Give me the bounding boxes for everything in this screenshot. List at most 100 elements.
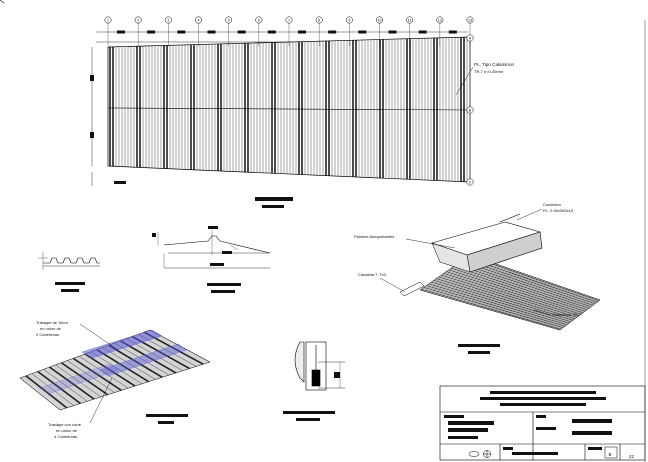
overlap-bottom-leader	[89, 377, 113, 424]
plan-callout-line2: TR-7 e=0.40mm	[474, 69, 504, 74]
iso-rib	[419, 289, 561, 331]
overlap-callout-top-3: 2 Coberturas	[36, 332, 59, 337]
plan-callout-leader	[455, 66, 474, 96]
overlap-callout-bottom-3: 4 Coberturas	[54, 434, 77, 439]
iso-rib	[438, 276, 576, 320]
svg-text:A: A	[469, 36, 472, 40]
overlap-callout-bottom-1: Traslape con corte	[48, 422, 82, 427]
sheet-letter-box	[604, 446, 618, 459]
overlap-rib	[31, 373, 74, 406]
isometric-roof-assembly	[399, 213, 601, 331]
iso-rib	[458, 262, 592, 308]
iso-rib	[441, 274, 578, 318]
overlap-rib	[114, 342, 170, 376]
svg-text:3: 3	[167, 19, 169, 23]
iso-rib	[432, 281, 571, 323]
overlap-callout-top-2: en union de	[40, 326, 62, 331]
overlap-rib	[72, 357, 122, 392]
sheet-number: 22	[629, 454, 635, 459]
iso-corrugated-leader	[533, 309, 552, 316]
iso-rib	[451, 267, 586, 312]
iso-rib	[421, 288, 562, 330]
iso-rib	[426, 285, 566, 327]
iso-rib	[427, 284, 567, 326]
svg-text:1: 1	[107, 19, 109, 23]
svg-text:6: 6	[258, 19, 260, 23]
grid-axis-marker: 7	[285, 16, 306, 46]
overlap-ribs	[19, 329, 211, 411]
iso-callout-corrugated: Calaminon TR-7	[552, 312, 582, 317]
iso-rib	[462, 260, 595, 305]
overlap-callout-bottom-2: en union de	[56, 428, 78, 433]
overlap-rib	[84, 353, 136, 387]
svg-text:8: 8	[318, 19, 320, 23]
iso-rib	[444, 272, 581, 316]
grid-axis-marker: A	[466, 34, 474, 42]
iso-ridge-leader	[516, 208, 543, 221]
dim-tick	[114, 181, 126, 184]
sheet-letter: B	[609, 452, 612, 457]
iso-callout-ridge-1: Cumbrera	[543, 202, 562, 207]
grid-axis-marker: 3	[164, 16, 186, 46]
plan-callout-line1: PL. Tipo Calaminon	[474, 62, 515, 67]
grid-axis-marker: 13	[466, 16, 474, 46]
grid-axis-marker: C	[466, 178, 474, 186]
iso-callout-ridge-2: PL. 0.40x305x15	[543, 208, 574, 213]
grid-axis-marker: B	[466, 106, 474, 114]
iso-rib	[456, 264, 590, 309]
svg-text:4: 4	[198, 19, 200, 23]
title-block-text	[444, 391, 612, 455]
overlap-rib	[108, 344, 163, 378]
ridge-section-detail	[157, 230, 271, 269]
ridge-detail-dims	[152, 226, 232, 266]
grid-axis-marker: 2	[134, 16, 156, 46]
svg-text:5: 5	[228, 19, 230, 23]
fastener-detail	[294, 341, 345, 391]
fastener-caption	[283, 411, 335, 421]
iso-rib	[459, 261, 593, 307]
dim-tick	[90, 75, 94, 81]
plan-caption	[255, 197, 293, 208]
overlap-rib	[90, 351, 142, 384]
iso-rib	[452, 267, 587, 311]
profile-detail-caption	[55, 282, 85, 292]
isometric-corrugation	[419, 254, 601, 331]
overlap-rib	[43, 369, 88, 402]
ridge-detail-caption	[207, 283, 241, 293]
iso-rib	[442, 274, 579, 317]
iso-rib	[461, 260, 594, 306]
overlap-rib	[67, 360, 115, 393]
overlap-rib	[19, 377, 61, 411]
iso-rib	[436, 278, 574, 321]
overlap-rib	[96, 348, 150, 383]
iso-callout-gutter: Canaleta T. Tx3	[358, 272, 387, 277]
iso-rib	[422, 288, 563, 329]
overlap-rib	[102, 347, 156, 380]
overlap-rib	[78, 356, 129, 389]
iso-rib	[453, 266, 588, 311]
svg-text:7: 7	[288, 19, 290, 23]
overlap-detail	[19, 329, 211, 411]
overlap-rib	[49, 366, 95, 400]
overlap-rib	[55, 364, 102, 398]
dim-tick	[90, 132, 94, 138]
overlap-rib	[25, 375, 68, 409]
iso-rib	[448, 269, 584, 314]
iso-rib	[434, 279, 573, 322]
svg-text:9: 9	[348, 19, 350, 23]
iso-rib	[457, 263, 591, 308]
svg-text:C: C	[469, 180, 472, 184]
grid-axis-marker: 8	[315, 16, 337, 46]
iso-rib	[423, 287, 564, 329]
iso-rib	[433, 280, 572, 323]
grid-axis-marker: 10	[376, 16, 397, 46]
iso-rib	[439, 275, 577, 319]
iso-rib	[431, 281, 570, 324]
iso-callout-panel: Paneles Autoportantes	[354, 234, 394, 239]
iso-rib	[447, 270, 583, 314]
iso-rib	[454, 265, 589, 310]
profile-detail	[38, 252, 100, 270]
grid-axis-marker: 11	[406, 16, 427, 46]
